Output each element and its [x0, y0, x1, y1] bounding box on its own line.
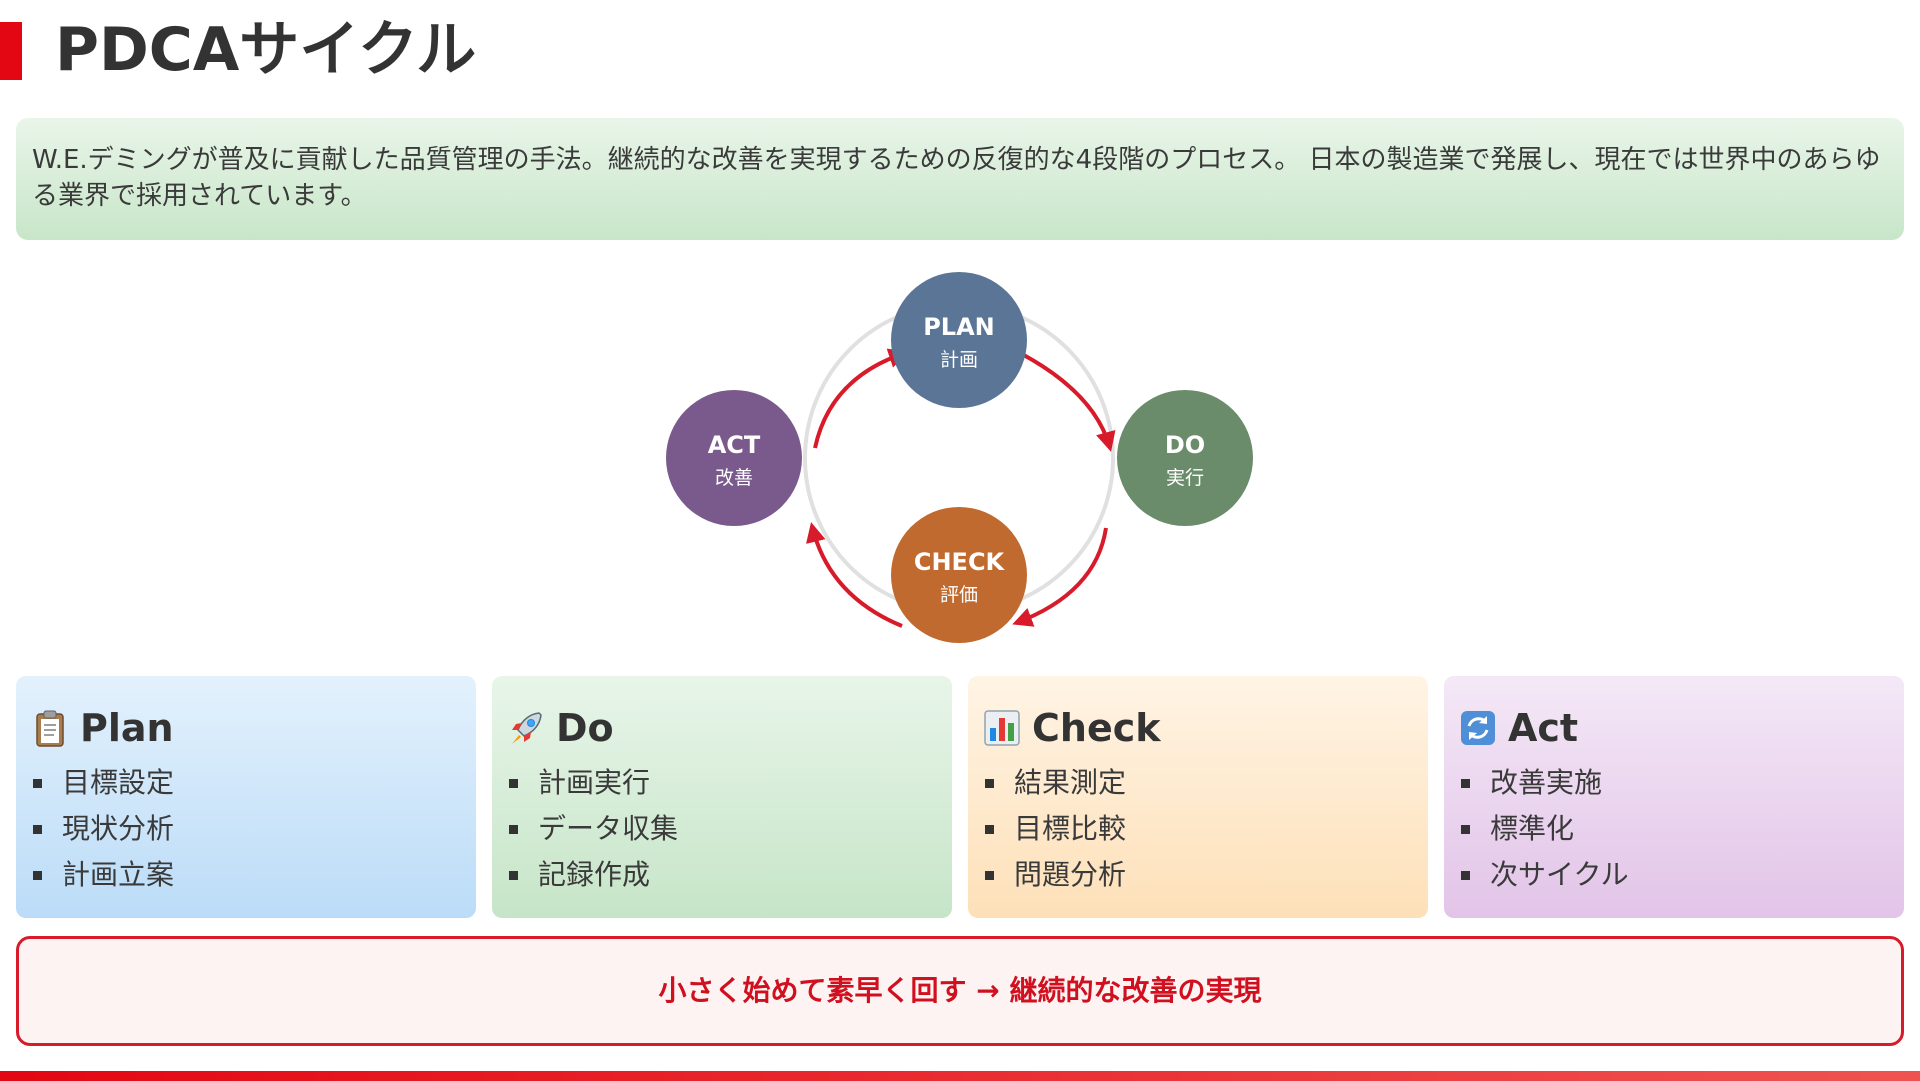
clipboard-icon: [36, 710, 64, 747]
rocket-icon: [512, 712, 542, 744]
arrow-plan-to-do: [1019, 351, 1116, 452]
card-check-header: Check: [982, 706, 1428, 750]
pdca-cycle-diagram: PLAN 計画 DO 実行 CHECK 評価 ACT 改善: [666, 272, 1253, 643]
page-title: PDCAサイクル: [55, 15, 477, 85]
list-item: 目標比較: [982, 806, 1428, 852]
intro-text-box: W.E.デミングが普及に貢献した品質管理の手法。継続的な改善を実現するための反復…: [16, 118, 1904, 240]
node-plan: PLAN 計画: [891, 272, 1027, 408]
cycle-arrows-icon: [1461, 711, 1495, 745]
list-item: 計画立案: [30, 852, 476, 898]
node-do-label: DO: [1165, 431, 1205, 459]
card-check-title: Check: [1032, 706, 1161, 750]
title-accent-bar: [0, 22, 22, 80]
card-check-list: 結果測定 目標比較 問題分析: [982, 760, 1428, 898]
bar-chart-icon: [984, 710, 1020, 746]
card-plan-title: Plan: [80, 706, 174, 750]
node-act-sublabel: 改善: [715, 467, 753, 489]
node-do-circle: [1117, 390, 1253, 526]
list-item: データ収集: [506, 806, 952, 852]
node-plan-sublabel: 計画: [940, 349, 978, 371]
node-do: DO 実行: [1117, 390, 1253, 526]
arrow-do-to-check: [1012, 527, 1108, 627]
card-plan: Plan 目標設定 現状分析 計画立案: [16, 676, 476, 918]
card-act-title: Act: [1508, 706, 1579, 750]
summary-banner: 小さく始めて素早く回す → 継続的な改善の実現: [16, 936, 1904, 1046]
node-act-circle: [666, 390, 802, 526]
node-plan-label: PLAN: [923, 313, 995, 341]
card-do: Do 計画実行 データ収集 記録作成: [492, 676, 952, 918]
arrow-check-to-act: [806, 522, 903, 628]
card-plan-header: Plan: [30, 706, 476, 750]
node-plan-circle: [891, 272, 1027, 408]
list-item: 改善実施: [1458, 760, 1904, 806]
card-check: Check 結果測定 目標比較 問題分析: [968, 676, 1428, 918]
list-item: 計画実行: [506, 760, 952, 806]
card-do-header: Do: [506, 706, 952, 750]
card-plan-list: 目標設定 現状分析 計画立案: [30, 760, 476, 898]
list-item: 目標設定: [30, 760, 476, 806]
card-act: Act 改善実施 標準化 次サイクル: [1444, 676, 1904, 918]
bottom-accent-line: [0, 1071, 1920, 1081]
node-act-label: ACT: [708, 431, 761, 459]
node-do-sublabel: 実行: [1166, 467, 1204, 489]
node-check-sublabel: 評価: [940, 584, 978, 606]
card-act-header: Act: [1458, 706, 1904, 750]
card-act-list: 改善実施 標準化 次サイクル: [1458, 760, 1904, 898]
arrow-act-to-plan: [813, 348, 909, 449]
list-item: 結果測定: [982, 760, 1428, 806]
node-check: CHECK 評価: [891, 507, 1027, 643]
card-do-list: 計画実行 データ収集 記録作成: [506, 760, 952, 898]
node-check-label: CHECK: [914, 548, 1006, 576]
list-item: 記録作成: [506, 852, 952, 898]
card-do-title: Do: [556, 706, 614, 750]
list-item: 問題分析: [982, 852, 1428, 898]
node-check-circle: [891, 507, 1027, 643]
node-act: ACT 改善: [666, 390, 802, 526]
list-item: 次サイクル: [1458, 852, 1904, 898]
list-item: 標準化: [1458, 806, 1904, 852]
list-item: 現状分析: [30, 806, 476, 852]
